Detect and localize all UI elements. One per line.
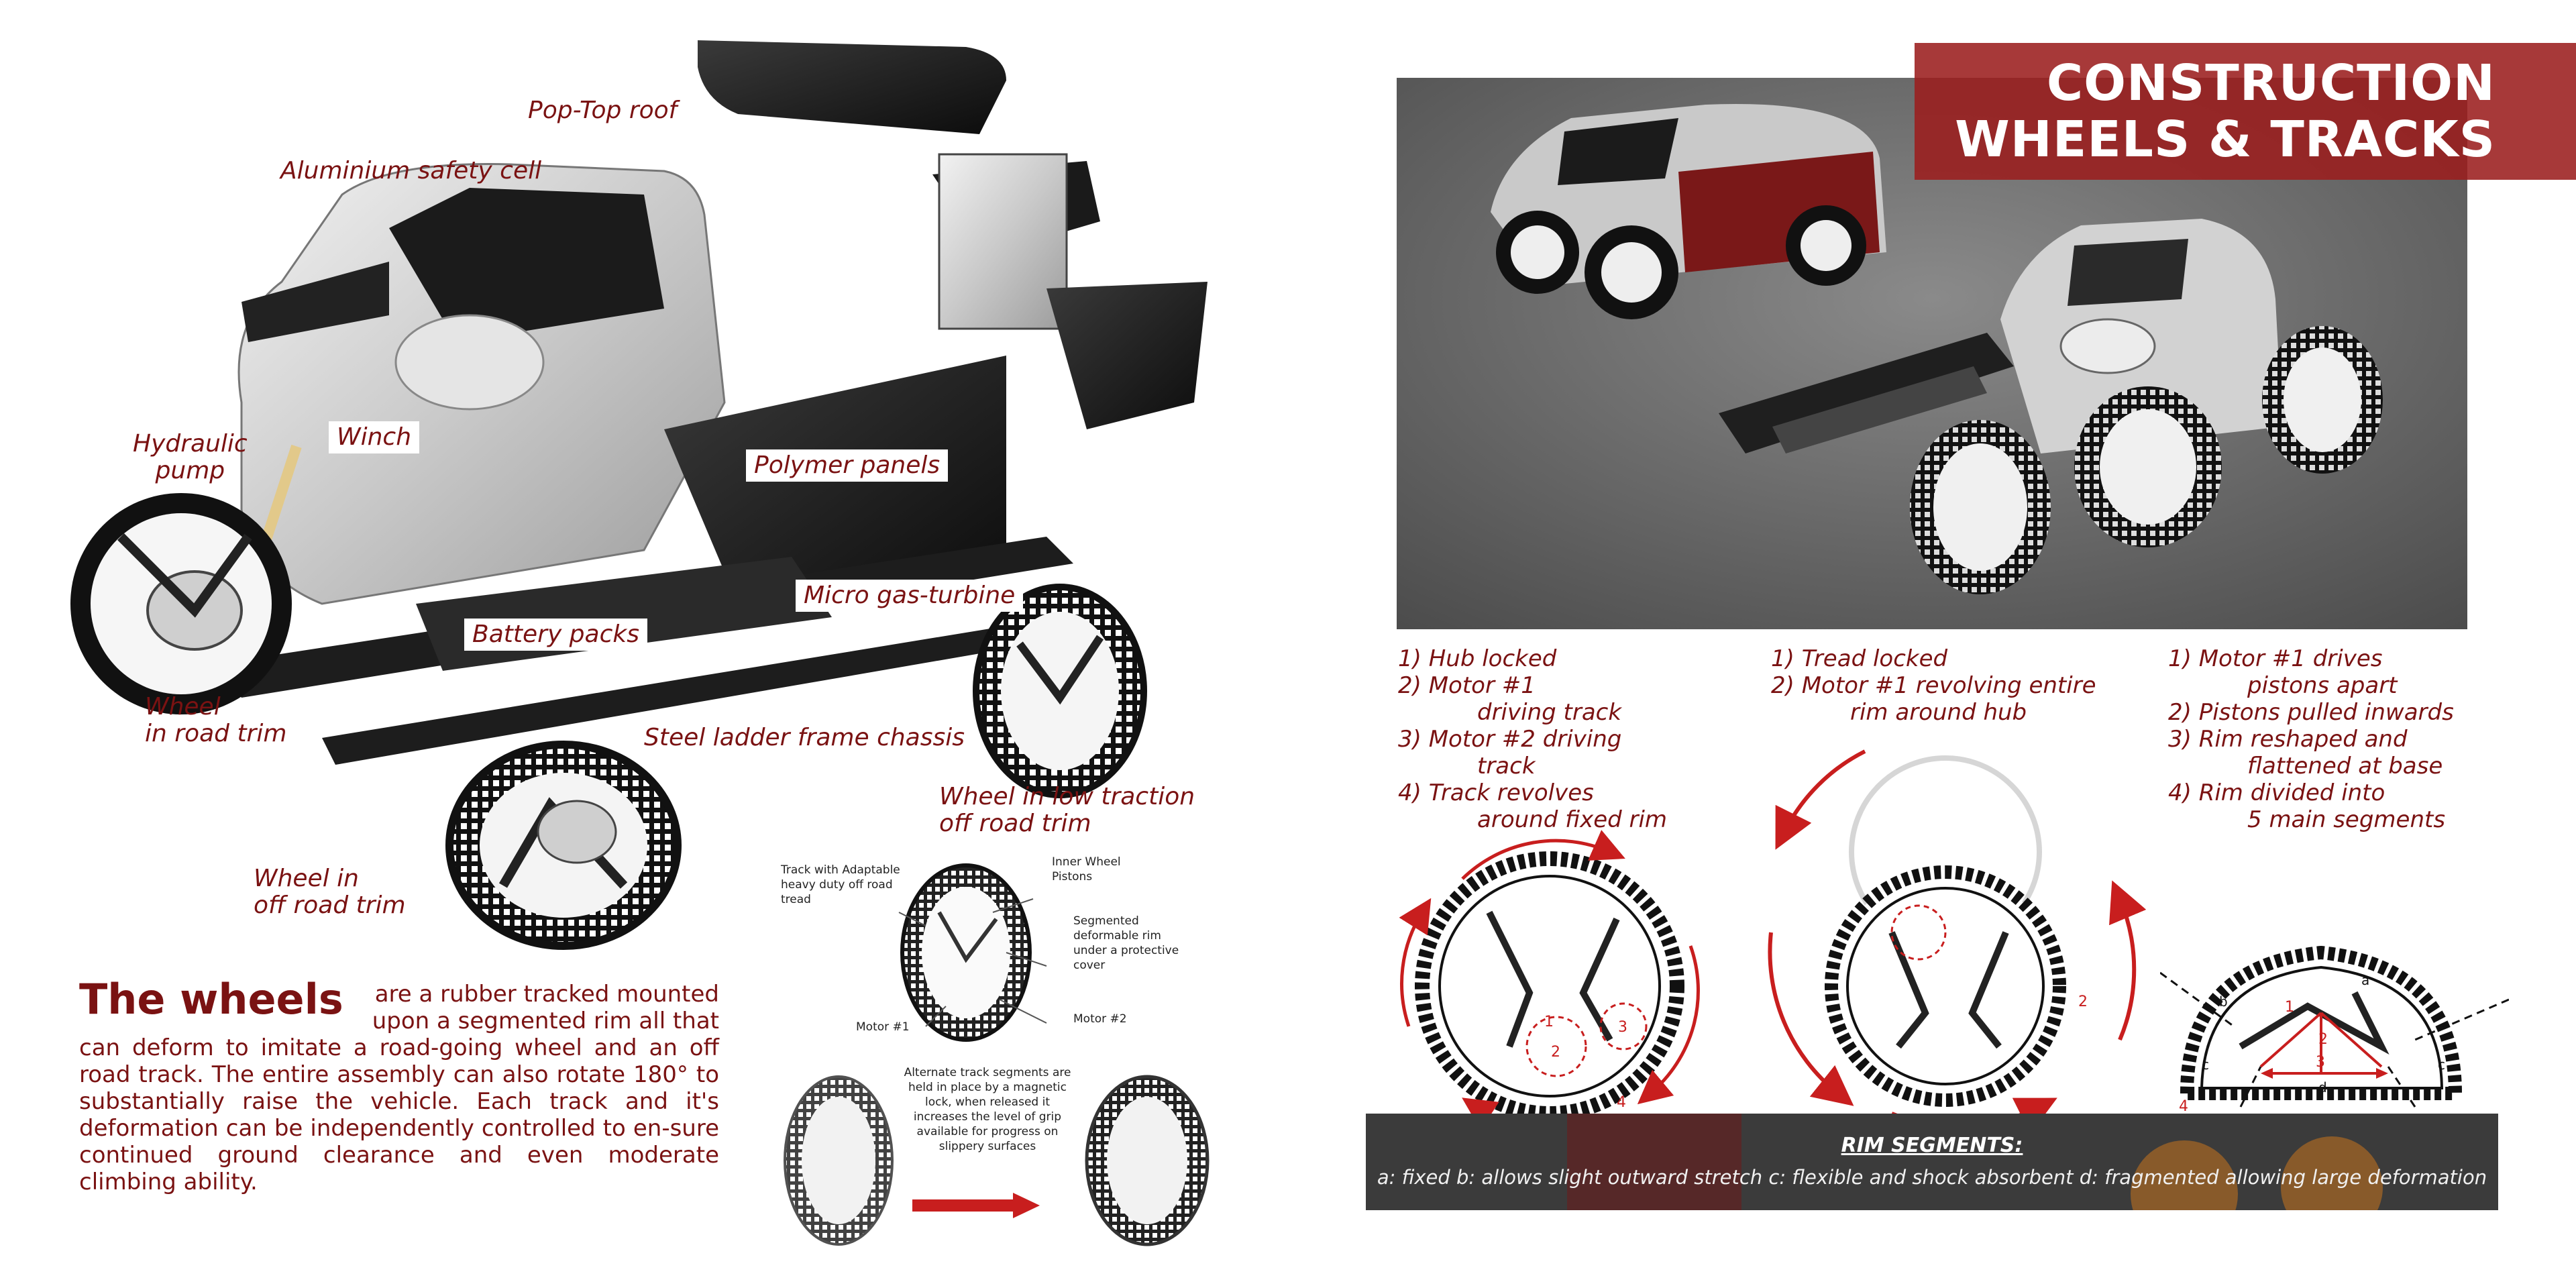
mode-2-wheel-figure: 2 [1768, 749, 2147, 1120]
wheels-section-title: The wheels [79, 975, 343, 1024]
mode-3-step: 1) Motor #1 drives [2168, 645, 2383, 672]
rim-segments-title: RIM SEGMENTS: [1841, 1134, 2023, 1157]
mode-3-step: 2) Pistons pulled inwards [2168, 699, 2454, 726]
segment-letter: c [2438, 1057, 2445, 1073]
label-pop-top-roof: Pop-Top roof [528, 97, 678, 124]
mode-2-number: 2 [2078, 994, 2088, 1010]
wheel-breakdown-diagram [784, 863, 1210, 1246]
label-wheel-road-trim: Wheel in road trim [145, 693, 287, 747]
mode-3-step: 4) Rim divided into [2168, 780, 2385, 806]
page-header: CONSTRUCTION WHEELS & TRACKS [1915, 43, 2576, 180]
mode-2-step: rim around hub [1850, 699, 2027, 726]
wheels-section-body: can deform to imitate a road-going wheel… [79, 1034, 719, 1195]
label-polymer-panels: Polymer panels [746, 449, 949, 482]
label-battery-packs: Battery packs [464, 619, 647, 651]
mode-3-number: 1 [2285, 999, 2294, 1016]
mode-2-step: 1) Tread locked [1771, 645, 1948, 672]
wheels-section-lead: are a rubber tracked mounted upon a segm… [372, 981, 719, 1034]
mode-1-wheel-figure: 1 2 3 4 [1399, 830, 1700, 1120]
mode-3-number: 2 [2318, 1031, 2328, 1048]
header-line-2: WHEELS & TRACKS [1955, 111, 2496, 168]
mode-2-steps: 1) Tread locked 2) Motor #1 revolving en… [1771, 645, 2096, 726]
mode-3-wheel-figure: 1 2 3 4 a b c c d [2160, 945, 2509, 1114]
mode-2-step: 2) Motor #1 revolving entire [1771, 672, 2096, 699]
low-traction-wheel [973, 584, 1147, 798]
mode-3-step: 3) Rim reshaped and [2168, 726, 2408, 753]
segment-letter: d [2318, 1079, 2327, 1095]
off-road-wheel [445, 741, 682, 950]
label-wheel-low-traction: Wheel in low traction off road trim [939, 783, 1195, 837]
label-ladder-frame: Steel ladder frame chassis [644, 724, 965, 751]
segment-letter: a [2361, 972, 2369, 988]
mode-1-steps: 1) Hub locked 2) Motor #1 driving track … [1398, 645, 1667, 833]
mode-1-step: 4) Track revolves [1398, 780, 1594, 806]
mode-1-step: track [1477, 753, 1536, 780]
header-line-1: CONSTRUCTION [2046, 54, 2496, 112]
label-hydraulic-pump: Hydraulic pump [133, 430, 248, 484]
rim-bar-background [1567, 1114, 2383, 1210]
rim-segments-legend: a: fixed b: allows slight outward stretc… [1377, 1166, 2487, 1189]
mode-1-number: 3 [1618, 1019, 1627, 1036]
diagram-track-label: Track with Adaptable heavy duty off road… [781, 863, 900, 906]
diagram-segmented-rim-label: Segmented deformable rim under a protect… [1073, 914, 1179, 972]
road-trim-wheel [70, 493, 292, 714]
mode-1-number: 4 [1617, 1094, 1626, 1111]
mode-3-step: flattened at base [2247, 753, 2443, 780]
exploded-vehicle-illustration [70, 40, 1208, 950]
label-micro-gas-turbine: Micro gas-turbine [796, 580, 1024, 612]
diagram-motor1-label: Motor #1 [856, 1020, 910, 1034]
diagram-inner-pistons-label: Inner Wheel Pistons [1052, 855, 1121, 883]
mode-3-step: pistons apart [2247, 672, 2398, 699]
diagram-alternate-segments-note: Alternate track segments are held in pla… [904, 1066, 1071, 1153]
mode-1-step: 1) Hub locked [1398, 645, 1557, 672]
mode-1-step: around fixed rim [1477, 806, 1668, 833]
diagram-motor2-label: Motor #2 [1073, 1012, 1127, 1026]
label-winch: Winch [329, 421, 420, 453]
mode-3-steps: 1) Motor #1 drives pistons apart 2) Pist… [2168, 645, 2454, 833]
segment-letter: c [2202, 1057, 2209, 1073]
mode-3-number: 4 [2179, 1098, 2188, 1114]
mode-1-number: 1 [1544, 1014, 1554, 1030]
segment-letter: b [2219, 994, 2228, 1010]
mode-1-step: 3) Motor #2 driving [1398, 726, 1622, 753]
mode-3-number: 3 [2316, 1054, 2325, 1071]
rim-segments-bar: RIM SEGMENTS: a: fixed b: allows slight … [1366, 1114, 2498, 1210]
label-safety-cell: Aluminium safety cell [280, 157, 542, 184]
mode-3-step: 5 main segments [2247, 806, 2446, 833]
label-wheel-off-road: Wheel in off road trim [254, 865, 406, 919]
mode-1-step: 2) Motor #1 [1398, 672, 1536, 699]
mode-1-number: 2 [1551, 1044, 1560, 1061]
mode-1-step: driving track [1477, 699, 1622, 726]
